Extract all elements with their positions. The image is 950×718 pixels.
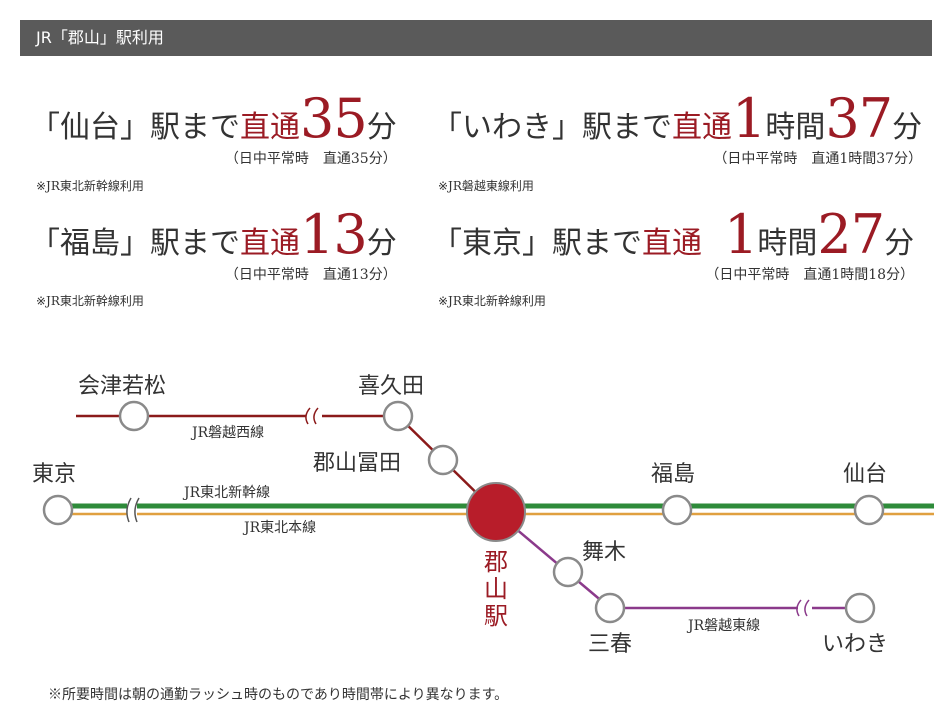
- direct-label: 直通: [240, 226, 300, 261]
- station-label-iwaki: いわき: [822, 632, 888, 657]
- station-label-fukushima: 福島: [651, 462, 695, 487]
- line-note: ※JR東北新幹線利用: [36, 294, 144, 308]
- station-marker-iwaki: [844, 592, 876, 624]
- hours-unit: 時間: [765, 110, 826, 145]
- station-marker-fukushima: [661, 494, 693, 526]
- destination-label: 「いわき」駅まで: [432, 110, 672, 145]
- station-label-sendai: 仙台: [843, 462, 887, 487]
- line-note: ※JR東北新幹線利用: [36, 179, 144, 193]
- section-title: JR「郡山」駅利用: [36, 28, 164, 47]
- station-label-maiki: 舞木: [582, 540, 626, 565]
- destination-tokyo: 「東京」駅まで 直通 1 時間 27 分 （日中平常時 直通1時間18分）: [432, 208, 914, 284]
- station-label-miharu: 三春: [588, 632, 632, 657]
- daytime-note: （日中平常時 直通13分）: [224, 267, 397, 283]
- line-note: ※JR東北新幹線利用: [438, 294, 546, 308]
- line-label-honsen: JR東北本線: [242, 520, 316, 536]
- line-note: ※JR磐越東線利用: [438, 179, 534, 193]
- minutes-value: 37: [825, 87, 893, 150]
- minutes-unit: 分: [366, 110, 397, 145]
- footer-note: ※所要時間は朝の通勤ラッシュ時のものであり時間帯により異なります。: [48, 687, 509, 703]
- station-label-koriyama-tomita: 郡山冨田: [313, 451, 401, 476]
- section-header: JR「郡山」駅利用: [20, 20, 932, 56]
- break-mark: [305, 407, 319, 425]
- line-label-shinkansen: JR東北新幹線: [182, 484, 270, 501]
- station-marker-aizu: [118, 400, 150, 432]
- station-label-koriyama-3: 駅: [484, 602, 508, 630]
- station-label-tokyo: 東京: [32, 462, 76, 487]
- station-marker-sendai: [853, 494, 885, 526]
- station-marker-koriyama-tomita: [427, 444, 459, 476]
- hours-unit: 時間: [757, 226, 818, 261]
- minutes-value: 13: [300, 203, 368, 266]
- break-mark: [126, 497, 140, 523]
- station-marker-koriyama: [466, 482, 526, 542]
- direct-label: 直通: [672, 110, 732, 145]
- station-label-koriyama-2: 山: [484, 575, 508, 603]
- station-label-aizu: 会津若松: [78, 374, 166, 399]
- station-marker-miharu: [594, 592, 626, 624]
- direct-label: 直通: [642, 226, 702, 261]
- daytime-note: （日中平常時 直通35分）: [224, 151, 397, 167]
- destination-label: 「東京」駅まで: [432, 226, 642, 261]
- destination-sendai: 「仙台」駅まで 直通 35 分 （日中平常時 直通35分）: [30, 92, 397, 168]
- minutes-value: 27: [817, 203, 885, 266]
- break-mark: [796, 599, 810, 617]
- hours-value: 1: [732, 87, 766, 150]
- daytime-note: （日中平常時 直通1時間37分）: [713, 151, 923, 167]
- hours-value: 1: [724, 203, 758, 266]
- station-marker-maiki: [552, 556, 584, 588]
- line-label-banetsu-east: JR磐越東線: [686, 618, 760, 634]
- direct-label: 直通: [240, 110, 300, 145]
- station-marker-kitakata: [382, 400, 414, 432]
- minutes-value: 35: [300, 87, 368, 150]
- daytime-note: （日中平常時 直通1時間18分）: [705, 267, 915, 283]
- minutes-unit: 分: [884, 226, 915, 261]
- minutes-unit: 分: [366, 226, 397, 261]
- station-label-kitakata: 喜久田: [358, 374, 424, 399]
- destination-label: 「仙台」駅まで: [30, 110, 240, 145]
- banetsu-east-line: [495, 511, 860, 617]
- station-label-koriyama-1: 郡: [484, 548, 508, 576]
- minutes-unit: 分: [892, 110, 923, 145]
- station-marker-tokyo: [42, 494, 74, 526]
- line-label-banetsu-west: JR磐越西線: [190, 425, 264, 441]
- destination-label: 「福島」駅まで: [30, 226, 240, 261]
- destination-fukushima: 「福島」駅まで 直通 13 分 （日中平常時 直通13分）: [30, 208, 397, 284]
- destination-iwaki: 「いわき」駅まで 直通 1 時間 37 分 （日中平常時 直通1時間37分）: [432, 92, 922, 168]
